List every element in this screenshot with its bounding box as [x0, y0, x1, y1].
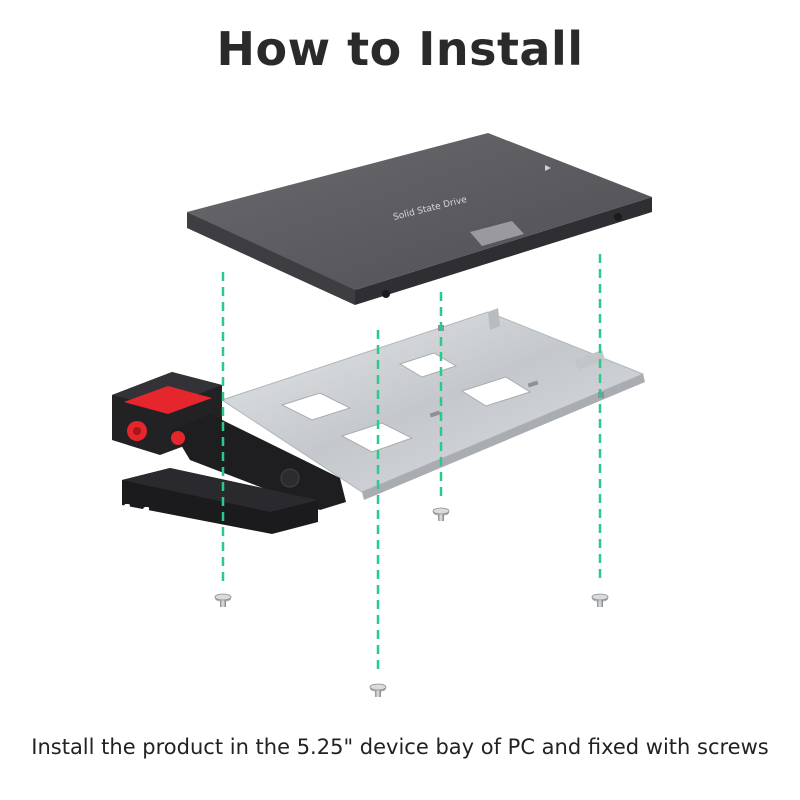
tray-back-tab: [488, 308, 500, 330]
ssd-drive: Solid State Drive: [187, 133, 652, 305]
handle-vent-slot: [63, 495, 72, 509]
ssd-screw-hole: [382, 290, 390, 298]
handle-vent-slot: [25, 489, 34, 503]
handle-vent-slot: [82, 498, 91, 512]
screws: [215, 508, 608, 697]
screw-icon: [592, 594, 608, 607]
handle-vent-slot: [102, 501, 111, 515]
handle-vent-slot: [121, 504, 130, 518]
ssd-screw-hole: [614, 213, 622, 221]
handle-pivot: [281, 469, 299, 487]
install-caption: Install the product in the 5.25" device …: [0, 735, 800, 759]
screw-icon: [370, 684, 386, 697]
handle-red-pin: [171, 431, 185, 445]
screw-icon: [215, 594, 231, 607]
handle-vent-slot: [44, 492, 53, 506]
handle-red-knob-center: [133, 427, 141, 435]
screw-icon: [433, 508, 449, 521]
handle-vent-slot: [140, 507, 149, 521]
